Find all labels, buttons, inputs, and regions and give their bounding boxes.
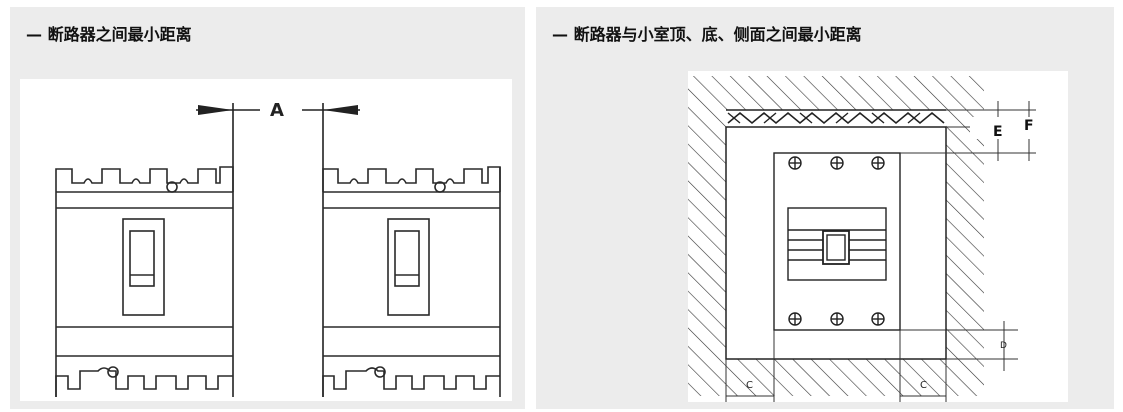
label-f: F	[1024, 118, 1034, 134]
bottom-wall-hatch	[726, 359, 946, 396]
breaker-right	[322, 166, 501, 397]
enclosure-clearance-figure: E F D C C	[688, 71, 1068, 402]
dimension-arrow-left	[198, 105, 233, 115]
breaker-spacing-drawing: A	[55, 100, 501, 397]
dimension-arrow-right	[323, 105, 358, 115]
label-c-left: C	[746, 380, 753, 391]
top-insulation-zigzag	[727, 111, 945, 125]
breaker-left	[55, 166, 234, 397]
left-panel: — 断路器之间最小距离 A	[10, 7, 525, 409]
breaker-spacing-figure: A	[20, 79, 512, 401]
top-wall-hatch	[726, 76, 946, 110]
label-e: E	[993, 124, 1003, 140]
label-d: D	[1000, 341, 1007, 351]
left-panel-title: — 断路器之间最小距离	[26, 25, 192, 44]
label-c-right: C	[920, 380, 927, 391]
right-panel: — 断路器与小室顶、底、侧面之间最小距离	[536, 7, 1114, 409]
right-panel-title: — 断路器与小室顶、底、侧面之间最小距离	[552, 25, 862, 44]
enclosure-clearance-drawing: E F D C C	[688, 76, 1068, 402]
dimension-c	[725, 330, 947, 402]
dimension-label-a: A	[270, 100, 284, 121]
dimension-d	[900, 321, 1018, 371]
left-wall-hatch	[688, 76, 726, 396]
breaker-front-view	[773, 152, 901, 331]
